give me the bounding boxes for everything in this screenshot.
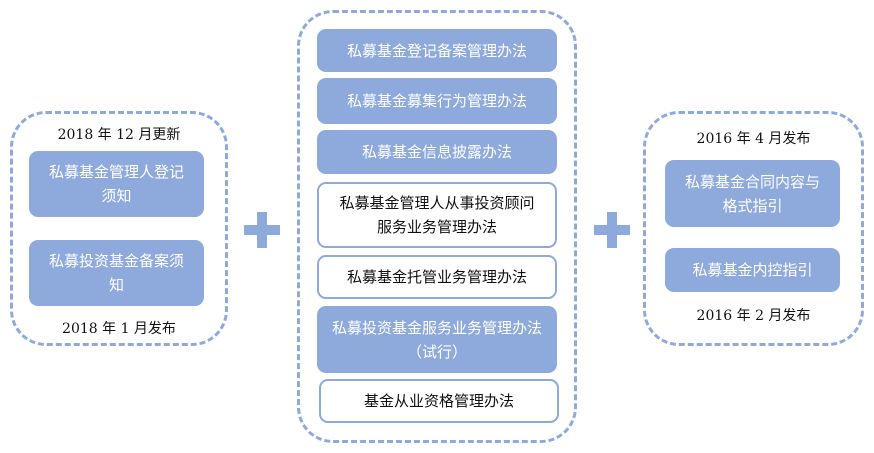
middle-item-5: 私募基金托管业务管理办法 — [317, 255, 557, 299]
plus-icon — [244, 212, 280, 248]
right-item-2: 私募基金内控指引 — [665, 248, 840, 292]
left-item-1: 私募基金管理人登记须知 — [29, 151, 204, 217]
middle-item-7: 基金从业资格管理办法 — [319, 379, 559, 423]
left-top-label: 2018 年 12 月更新 — [57, 127, 181, 143]
left-item-2: 私募投资基金备案须知 — [29, 240, 204, 306]
middle-item-4: 私募基金管理人从事投资顾问服务业务管理办法 — [317, 182, 557, 248]
left-group — [10, 111, 228, 346]
middle-item-3: 私募基金信息披露办法 — [317, 130, 557, 174]
middle-item-2: 私募基金募集行为管理办法 — [317, 78, 557, 124]
right-group — [643, 111, 864, 346]
right-item-1: 私募基金合同内容与格式指引 — [665, 160, 840, 227]
plus-icon — [594, 212, 630, 248]
middle-group — [297, 10, 577, 443]
middle-item-6: 私募投资基金服务业务管理办法（试行） — [317, 306, 557, 373]
middle-item-1: 私募基金登记备案管理办法 — [317, 29, 557, 72]
left-bottom-label: 2018 年 1 月发布 — [62, 321, 176, 337]
right-top-label: 2016 年 4 月发布 — [696, 131, 811, 147]
right-bottom-label: 2016 年 2 月发布 — [696, 308, 811, 324]
